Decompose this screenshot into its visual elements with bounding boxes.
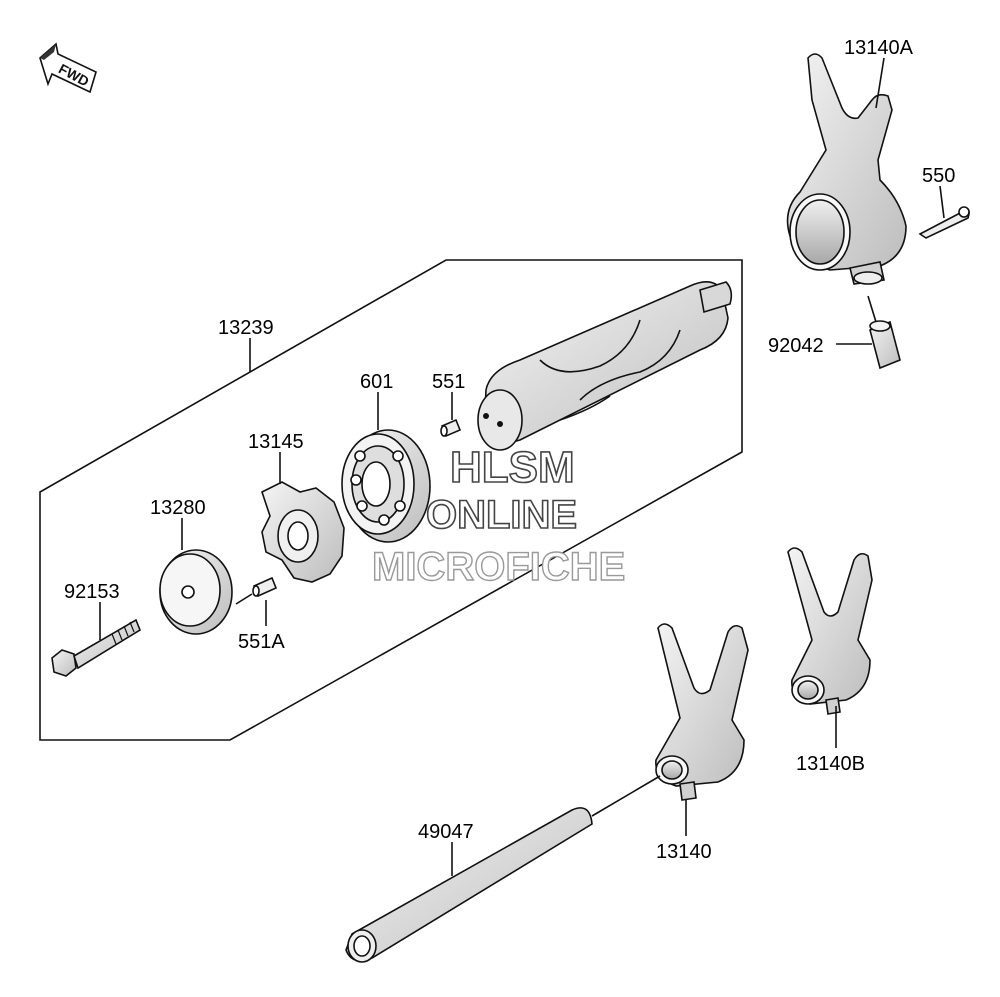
part-550-pin[interactable]	[918, 206, 970, 239]
watermark-line-1: HLSM	[450, 443, 575, 492]
part-601-bearing[interactable]	[341, 429, 431, 543]
watermark-line-3: MICROFICHE	[372, 545, 625, 589]
label-92042: 92042	[768, 335, 824, 357]
part-92153-bolt[interactable]	[51, 618, 141, 677]
label-13239: 13239	[218, 317, 274, 339]
part-13145-cam-plate[interactable]	[261, 481, 345, 583]
part-13140A-shift-fork[interactable]	[786, 53, 907, 285]
label-13140A: 13140A	[844, 37, 914, 59]
label-551A: 551A	[238, 631, 285, 653]
fwd-arrow-icon: FWD	[39, 42, 97, 94]
part-13239-shift-drum[interactable]	[477, 281, 733, 451]
part-551A-dowel[interactable]	[252, 576, 278, 598]
assembly-outline-13239	[39, 259, 743, 741]
leader-lines	[99, 57, 945, 876]
watermark: HLSM ONLINE MICROFICHE	[371, 442, 626, 590]
label-92153: 92153	[64, 581, 120, 603]
label-550: 550	[922, 165, 955, 187]
part-551-dowel[interactable]	[440, 418, 462, 438]
part-92042-roller[interactable]	[869, 320, 901, 370]
part-13280-plate[interactable]	[159, 549, 233, 635]
label-13140B: 13140B	[796, 753, 865, 775]
label-601: 601	[360, 371, 393, 393]
label-13140: 13140	[656, 841, 712, 863]
label-13280: 13280	[150, 497, 206, 519]
label-13145: 13145	[248, 431, 304, 453]
label-49047: 49047	[418, 821, 474, 843]
label-551: 551	[432, 371, 465, 393]
part-13140-shift-fork[interactable]	[655, 623, 749, 801]
part-49047-shaft[interactable]	[345, 807, 593, 963]
watermark-line-2: ONLINE	[426, 493, 577, 537]
part-13140B-shift-fork[interactable]	[787, 547, 873, 715]
